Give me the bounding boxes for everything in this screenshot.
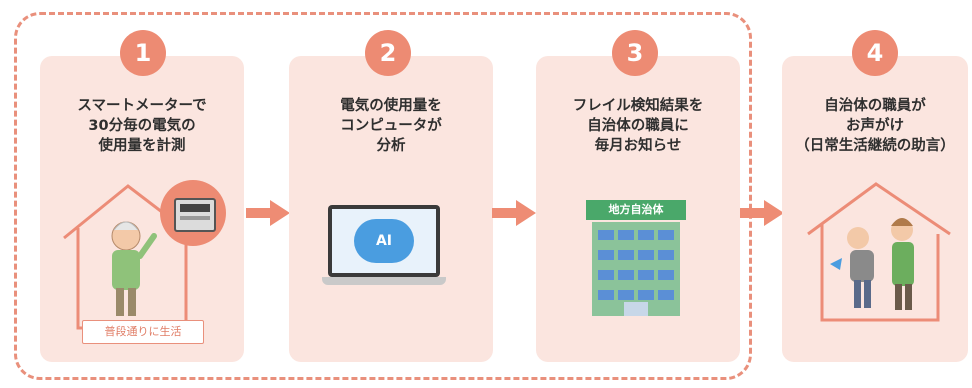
arrow-right-icon	[492, 200, 536, 226]
step-4-line-3: （日常生活継続の助言）	[795, 138, 955, 154]
step-2-badge: 2	[365, 30, 411, 76]
building-sign: 地方自治体	[586, 200, 686, 220]
step-1-line-1: スマートメーターで	[77, 98, 207, 114]
arrow-right-icon	[246, 200, 290, 226]
laptop-icon: AI	[322, 205, 446, 289]
smart-meter-icon	[160, 180, 226, 246]
step-4-line-1: 自治体の職員が	[824, 98, 926, 114]
step-1-badge: 1	[120, 30, 166, 76]
step-3-badge: 3	[612, 30, 658, 76]
step-4-line-2: お声がけ	[846, 118, 904, 134]
step-3-text: フレイル検知結果を 自治体の職員に 毎月お知らせ	[536, 96, 740, 156]
ai-brain-icon: AI	[354, 219, 414, 263]
step-1-line-3: 使用量を計測	[98, 138, 186, 154]
step-3-line-1: フレイル検知結果を	[572, 98, 704, 114]
step-2-text: 電気の使用量を コンピュータが 分析	[289, 96, 493, 156]
government-building-icon: 地方自治体	[584, 200, 688, 316]
caption-normal-life: 普段通りに生活	[82, 320, 204, 344]
arrow-right-icon	[740, 200, 784, 226]
step-3-line-2: 自治体の職員に	[587, 118, 689, 134]
step-4-text: 自治体の職員が お声がけ （日常生活継続の助言）	[782, 96, 968, 156]
house-with-staff-illustration	[807, 182, 951, 322]
step-2-line-1: 電気の使用量を	[340, 98, 442, 114]
group-frame	[14, 12, 752, 380]
step-1-text: スマートメーターで 30分毎の電気の 使用量を計測	[40, 96, 244, 156]
step-2-line-2: コンピュータが	[340, 118, 442, 134]
step-4-badge: 4	[852, 30, 898, 76]
step-3-line-3: 毎月お知らせ	[594, 138, 682, 154]
step-1-line-2: 30分毎の電気の	[88, 118, 196, 134]
step-2-line-3: 分析	[376, 138, 406, 154]
